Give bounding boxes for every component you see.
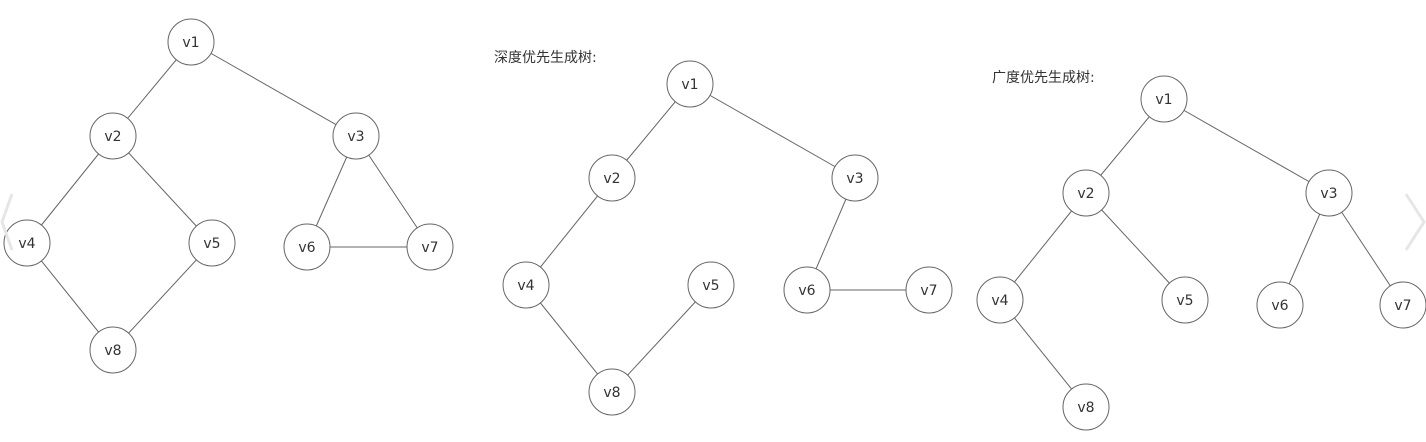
node-circle xyxy=(502,261,550,309)
node-circle xyxy=(666,60,714,108)
node-label: v6 xyxy=(1271,298,1288,314)
node-original-v2: v2 xyxy=(89,112,137,160)
node-original-v1: v1 xyxy=(167,18,215,66)
node-dfs-v4: v4 xyxy=(502,261,550,309)
node-dfs-v8: v8 xyxy=(588,368,636,416)
node-circle xyxy=(3,219,51,267)
node-circle xyxy=(1379,281,1426,329)
node-circle xyxy=(1062,383,1110,431)
node-label: v3 xyxy=(1320,186,1337,202)
edge-bfs-v2-v5 xyxy=(1085,192,1186,301)
node-label: v4 xyxy=(517,278,534,294)
node-bfs-v1: v1 xyxy=(1140,75,1188,123)
node-bfs-v3: v3 xyxy=(1305,169,1353,217)
node-circle xyxy=(188,219,236,267)
node-circle xyxy=(89,112,137,160)
edge-dfs-v8-v5 xyxy=(611,284,712,393)
node-dfs-v3: v3 xyxy=(831,154,879,202)
chevron-left-icon[interactable] xyxy=(0,192,14,252)
node-original-v8: v8 xyxy=(89,326,137,374)
node-circle xyxy=(976,276,1024,324)
node-circle xyxy=(1305,169,1353,217)
node-label: v1 xyxy=(182,35,199,51)
node-circle xyxy=(588,368,636,416)
node-dfs-v5: v5 xyxy=(687,261,735,309)
edge-original-v1-v3 xyxy=(190,41,357,137)
node-original-v3: v3 xyxy=(332,112,380,160)
node-label: v2 xyxy=(104,129,121,145)
node-circle xyxy=(332,112,380,160)
node-label: v3 xyxy=(347,129,364,145)
node-label: v8 xyxy=(104,343,121,359)
node-label: v7 xyxy=(421,240,438,256)
node-original-v4: v4 xyxy=(3,219,51,267)
node-dfs-v1: v1 xyxy=(666,60,714,108)
node-label: v4 xyxy=(991,293,1008,309)
node-bfs-v7: v7 xyxy=(1379,281,1426,329)
node-label: v3 xyxy=(846,171,863,187)
node-circle xyxy=(783,266,831,314)
caption-dfs-tree: 深度优先生成树: xyxy=(494,50,597,66)
node-label: v1 xyxy=(1155,92,1172,108)
node-label: v5 xyxy=(702,278,719,294)
node-dfs-v7: v7 xyxy=(905,266,953,314)
node-circle xyxy=(283,223,331,271)
graph-original: v1 v2 v3 v4 v5 v6 v7 v8 xyxy=(3,18,454,374)
node-bfs-v2: v2 xyxy=(1062,169,1110,217)
node-label: v8 xyxy=(603,385,620,401)
node-label: v4 xyxy=(18,236,35,252)
edge-dfs-v1-v3 xyxy=(689,83,856,179)
node-label: v6 xyxy=(798,283,815,299)
node-bfs-v8: v8 xyxy=(1062,383,1110,431)
edge-original-v2-v5 xyxy=(112,135,213,244)
node-circle xyxy=(406,223,454,271)
node-circle xyxy=(89,326,137,374)
node-label: v5 xyxy=(203,236,220,252)
node-bfs-v4: v4 xyxy=(976,276,1024,324)
node-circle xyxy=(687,261,735,309)
node-original-v5: v5 xyxy=(188,219,236,267)
graph-dfs-spanning-tree: v1 v2 v3 v4 v5 v6 v7 v8 xyxy=(502,60,953,416)
edge-bfs-v1-v3 xyxy=(1163,98,1330,194)
chevron-right-icon[interactable] xyxy=(1404,192,1426,252)
node-dfs-v2: v2 xyxy=(588,154,636,202)
node-original-v6: v6 xyxy=(283,223,331,271)
node-circle xyxy=(831,154,879,202)
node-circle xyxy=(1062,169,1110,217)
node-original-v7: v7 xyxy=(406,223,454,271)
caption-bfs-tree: 广度优先生成树: xyxy=(992,70,1095,86)
node-label: v2 xyxy=(1077,186,1094,202)
edge-original-v5-v8 xyxy=(112,242,213,351)
node-circle xyxy=(1256,281,1304,329)
node-label: v5 xyxy=(1176,293,1193,309)
node-dfs-v6: v6 xyxy=(783,266,831,314)
node-circle xyxy=(588,154,636,202)
node-label: v7 xyxy=(920,283,937,299)
node-bfs-v5: v5 xyxy=(1161,276,1209,324)
node-circle xyxy=(167,18,215,66)
node-label: v7 xyxy=(1394,298,1411,314)
node-label: v2 xyxy=(603,171,620,187)
node-circle xyxy=(905,266,953,314)
node-label: v8 xyxy=(1077,400,1094,416)
graph-bfs-spanning-tree: v1 v2 v3 v4 v5 v6 v7 v8 xyxy=(976,75,1426,431)
node-label: v6 xyxy=(298,240,315,256)
node-label: v1 xyxy=(681,77,698,93)
node-circle xyxy=(1161,276,1209,324)
node-circle xyxy=(1140,75,1188,123)
node-bfs-v6: v6 xyxy=(1256,281,1304,329)
